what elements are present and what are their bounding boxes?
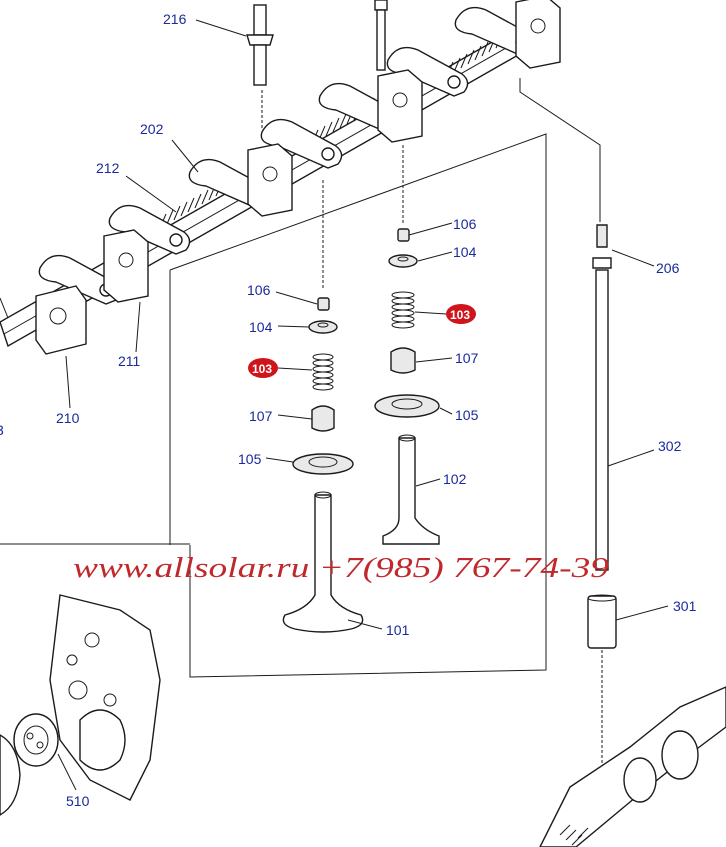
callout-104-right: 104 bbox=[453, 244, 477, 260]
callout-301: 301 bbox=[673, 598, 697, 614]
callout-212: 212 bbox=[96, 160, 120, 176]
valve-spring bbox=[391, 291, 415, 329]
rocker-shaft-assembly bbox=[0, 0, 561, 355]
callout-206: 206 bbox=[656, 260, 680, 276]
watermark: www.allsolar.ru +7(985) 767-74-39 bbox=[73, 552, 610, 584]
callout-302: 302 bbox=[658, 438, 682, 454]
callout-104-left: 104 bbox=[249, 319, 273, 335]
push-rod-assembly bbox=[587, 224, 617, 649]
left-valve-stack bbox=[282, 297, 364, 633]
rocker-bracket bbox=[515, 0, 561, 69]
highlight-marker-103-right bbox=[446, 304, 476, 324]
callout-101: 101 bbox=[386, 622, 410, 638]
callout-102: 102 bbox=[443, 471, 467, 487]
callout-510: 510 bbox=[66, 793, 90, 809]
callout-202: 202 bbox=[140, 121, 164, 137]
gear-housing bbox=[0, 594, 161, 816]
leader-lines bbox=[0, 19, 669, 791]
camshaft bbox=[539, 686, 726, 847]
callout-106-left: 106 bbox=[247, 282, 271, 298]
callout-labels: 216 202 212 211 210 3 106 104 103 107 10… bbox=[0, 11, 697, 809]
push-rod-302 bbox=[595, 269, 609, 571]
crankshaft-pulley-510 bbox=[13, 713, 59, 767]
rocker-bracket bbox=[377, 69, 423, 143]
callout-edge-left: 3 bbox=[0, 422, 4, 438]
callout-106-right: 106 bbox=[453, 216, 477, 232]
rocker-arm bbox=[108, 204, 191, 255]
rocker-bracket bbox=[103, 229, 149, 303]
shaft-end-support bbox=[35, 285, 87, 355]
callout-105-left: 105 bbox=[238, 451, 262, 467]
callout-211: 211 bbox=[118, 353, 141, 369]
rocker-bracket bbox=[247, 143, 293, 217]
watermark-text: www.allsolar.ru +7(985) 767-74-39 bbox=[73, 552, 610, 584]
callout-216: 216 bbox=[163, 11, 187, 27]
valve-spring bbox=[312, 353, 334, 391]
rocker-stud bbox=[246, 4, 274, 86]
centerlines bbox=[261, 78, 603, 790]
highlight-marker-103-left bbox=[248, 358, 278, 378]
rocker-stud bbox=[374, 0, 388, 71]
valve-102 bbox=[382, 434, 440, 545]
valve-101 bbox=[282, 491, 364, 633]
callout-210: 210 bbox=[56, 410, 80, 426]
callout-107-right: 107 bbox=[455, 350, 479, 366]
crank-gear bbox=[0, 734, 21, 816]
right-valve-stack bbox=[374, 228, 440, 545]
callout-105-right: 105 bbox=[455, 407, 479, 423]
valve-assembly-frame bbox=[0, 133, 547, 678]
rocker-arm bbox=[260, 118, 343, 169]
callout-107-left: 107 bbox=[249, 408, 273, 424]
rocker-arm bbox=[386, 46, 469, 97]
callout-103-left: 103 bbox=[252, 362, 272, 376]
callout-103-right: 103 bbox=[450, 308, 470, 322]
tappet-301 bbox=[587, 594, 617, 649]
